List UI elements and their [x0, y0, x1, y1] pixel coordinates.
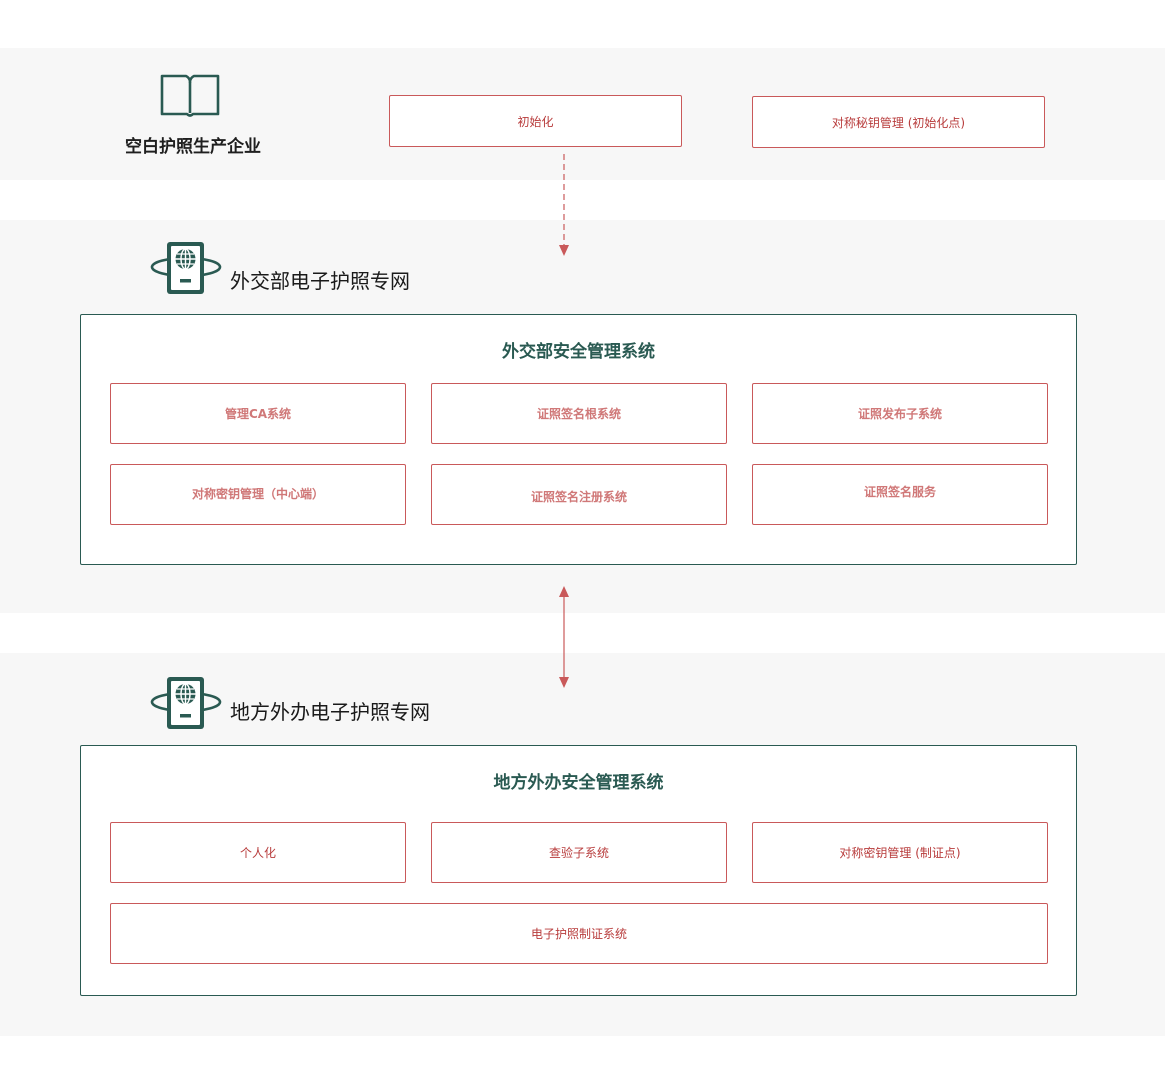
cert-publish-label: 证照发布子系统 [857, 407, 942, 421]
management-ca-label: 管理CA系统 [224, 407, 292, 421]
symmetric-key-center-label: 对称密钥管理（中心端） [191, 487, 324, 501]
passport-globe-icon [150, 677, 222, 729]
symmetric-key-center-box[interactable]: 对称密钥管理（中心端） [110, 464, 406, 525]
symmetric-key-init-box[interactable]: 对称秘钥管理 (初始化点) [752, 96, 1045, 148]
init-box-label: 初始化 [517, 114, 554, 129]
enterprise-label: 空白护照生产企业 [125, 137, 261, 157]
local-security-system-title: 地方外办安全管理系统 [493, 773, 664, 793]
signing-registration-box[interactable]: 证照签名注册系统 [431, 464, 727, 525]
symmetric-key-issuing-label: 对称密钥管理 (制证点) [839, 846, 961, 860]
personalization-box[interactable]: 个人化 [110, 822, 406, 883]
symmetric-key-init-label: 对称秘钥管理 (初始化点) [831, 115, 966, 130]
signing-root-box[interactable]: 证照签名根系统 [431, 383, 727, 444]
passport-globe-icon [150, 242, 222, 294]
inspection-subsystem-box[interactable]: 查验子系统 [431, 822, 727, 883]
mfa-network-title: 外交部电子护照专网 [230, 269, 410, 293]
cert-publish-box[interactable]: 证照发布子系统 [752, 383, 1048, 444]
open-book-icon [160, 74, 220, 117]
local-network-title: 地方外办电子护照专网 [230, 700, 430, 724]
dashed-down-arrow [559, 154, 569, 256]
mfa-security-system-panel: 外交部安全管理系统 管理CA系统 证照签名根系统 证照发布子系统 对称密钥管理（… [80, 314, 1077, 565]
inspection-subsystem-label: 查验子系统 [548, 846, 609, 860]
bidirectional-arrow [559, 586, 569, 688]
management-ca-box[interactable]: 管理CA系统 [110, 383, 406, 444]
signing-service-label: 证照签名服务 [863, 485, 936, 499]
signing-root-label: 证照签名根系统 [536, 407, 621, 421]
personalization-label: 个人化 [239, 846, 276, 860]
epassport-issuing-box[interactable]: 电子护照制证系统 [110, 903, 1048, 964]
symmetric-key-issuing-box[interactable]: 对称密钥管理 (制证点) [752, 822, 1048, 883]
init-box[interactable]: 初始化 [389, 95, 682, 147]
epassport-issuing-label: 电子护照制证系统 [530, 927, 627, 941]
signing-service-box[interactable]: 证照签名服务 [752, 464, 1048, 525]
signing-registration-label: 证照签名注册系统 [530, 490, 627, 504]
local-security-system-panel: 地方外办安全管理系统 个人化 查验子系统 对称密钥管理 (制证点) 电子护照制证… [80, 745, 1077, 996]
mfa-security-system-title: 外交部安全管理系统 [502, 342, 655, 362]
